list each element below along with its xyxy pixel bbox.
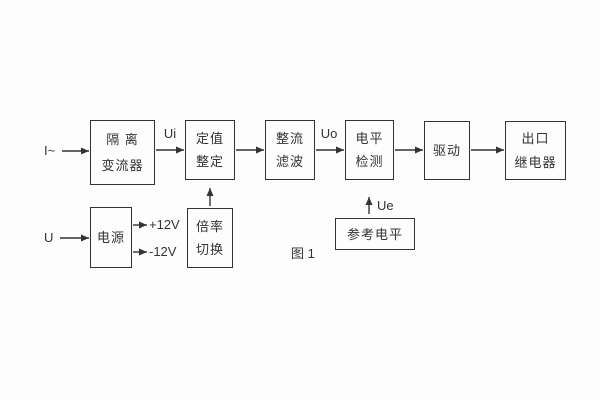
block-level-line2: 检测 — [355, 154, 384, 170]
figure-caption: 图 1 — [291, 246, 315, 261]
block-rectifier-filter: 整流 滤波 — [265, 120, 315, 180]
block-drive: 驱动 — [424, 121, 470, 180]
block-isolation-transformer: 隔 离 变流器 — [90, 120, 155, 185]
block-drive-label: 驱动 — [432, 143, 461, 158]
block-power-label: 电源 — [96, 230, 125, 245]
block-level-line1: 电平 — [355, 130, 384, 146]
block-output-relay-line1: 出口 — [521, 131, 550, 147]
block-rectifier-line2: 滤波 — [275, 154, 304, 170]
block-ratio-switch: 倍率 切换 — [187, 208, 233, 268]
block-rectifier-line1: 整流 — [275, 130, 304, 146]
signal-label-minus12v: -12V — [149, 244, 177, 259]
block-output-relay: 出口 继电器 — [505, 121, 566, 180]
block-reference-label: 参考电平 — [346, 226, 403, 242]
input-label-current: I~ — [44, 143, 56, 158]
block-reference-level: 参考电平 — [335, 218, 415, 250]
block-isolation-line1: 隔 离 — [106, 132, 139, 148]
block-setting-line1: 定值 — [195, 130, 224, 146]
block-ratio-line1: 倍率 — [195, 218, 224, 234]
input-label-voltage: U — [44, 230, 54, 245]
block-output-relay-line2: 继电器 — [514, 154, 557, 170]
block-ratio-line2: 切换 — [195, 242, 224, 258]
signal-label-uo: Uo — [320, 126, 338, 141]
block-isolation-line2: 变流器 — [101, 157, 144, 173]
signal-label-ui: Ui — [163, 126, 177, 141]
signal-label-plus12v: +12V — [149, 217, 180, 232]
block-level-detect: 电平 检测 — [345, 120, 394, 180]
signal-label-ue: Ue — [377, 198, 394, 213]
block-power-supply: 电源 — [90, 207, 132, 268]
block-setting-line2: 整定 — [195, 154, 224, 170]
block-setting-adjust: 定值 整定 — [185, 120, 235, 180]
